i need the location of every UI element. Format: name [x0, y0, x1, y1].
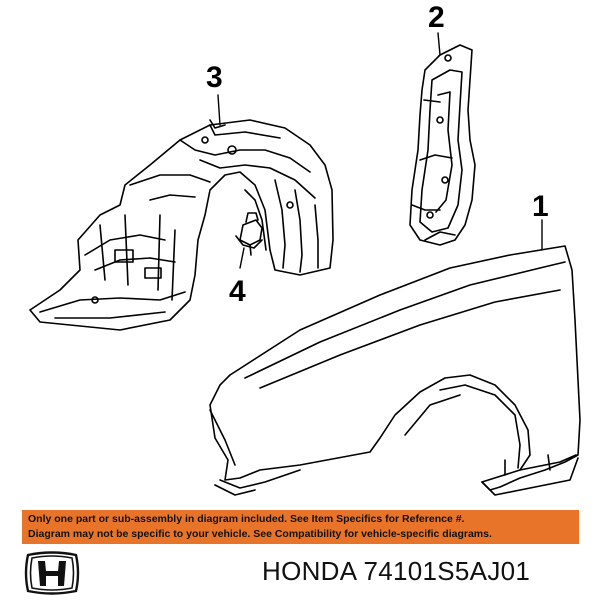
leader-lines [217, 32, 543, 269]
disclaimer-banner: Only one part or sub-assembly in diagram… [22, 510, 579, 544]
disclaimer-line-2: Diagram may not be specific to your vehi… [28, 528, 492, 540]
fender-clip [235, 212, 263, 256]
fender-bracket [409, 44, 476, 246]
callout-3: 3 [206, 61, 223, 94]
disclaimer-line-1: Only one part or sub-assembly in diagram… [28, 513, 465, 525]
inner-fender-liner [29, 119, 334, 331]
part-title: HONDA 74101S5AJ01 [262, 556, 531, 586]
callout-1: 1 [532, 190, 549, 223]
parts-diagram [29, 32, 581, 496]
honda-h-logo [24, 551, 80, 595]
callout-4: 4 [229, 275, 246, 308]
callout-2: 2 [428, 1, 445, 34]
front-fender [209, 245, 581, 496]
